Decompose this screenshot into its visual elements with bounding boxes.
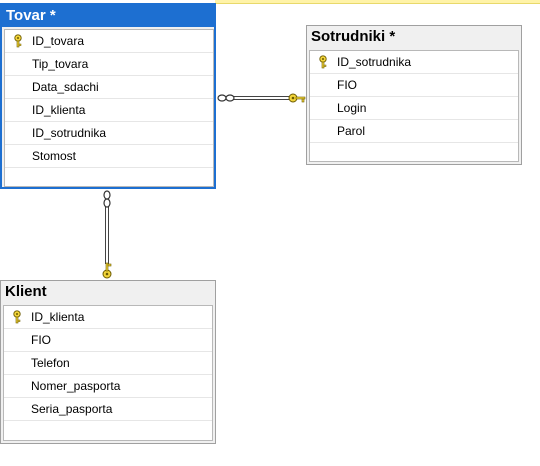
column-name: FIO — [337, 78, 357, 92]
column-name: Nomer_pasporta — [31, 379, 121, 393]
column-row[interactable]: ID_tovara — [5, 30, 213, 53]
many-end-infinity-icon — [103, 190, 111, 208]
relationship-line-tovar-klient[interactable] — [105, 206, 109, 264]
one-end-key-icon — [288, 93, 306, 103]
column-row[interactable]: Tip_tovara — [5, 53, 213, 76]
column-name: ID_klienta — [32, 103, 86, 117]
column-row[interactable]: Data_sdachi — [5, 76, 213, 99]
column-row[interactable]: Telefon — [4, 352, 212, 375]
column-row[interactable]: ID_klienta — [5, 99, 213, 122]
canvas-top-edge — [215, 0, 540, 4]
many-end-infinity-icon — [217, 94, 235, 102]
column-name: Tip_tovara — [32, 57, 89, 71]
column-name: ID_tovara — [32, 34, 85, 48]
column-name: ID_klienta — [31, 310, 85, 324]
column-row[interactable]: Stomost — [5, 145, 213, 168]
primary-key-icon — [14, 34, 22, 48]
column-row[interactable]: Nomer_pasporta — [4, 375, 212, 398]
column-name: ID_sotrudnika — [32, 126, 107, 140]
column-row[interactable]: ID_sotrudnika — [5, 122, 213, 145]
column-name: Telefon — [31, 356, 70, 370]
column-name: Login — [337, 101, 367, 115]
primary-key-icon — [13, 310, 21, 324]
column-row[interactable]: Login — [310, 97, 518, 120]
relationship-line-tovar-sotrudniki[interactable] — [228, 96, 290, 100]
primary-key-icon — [319, 55, 327, 69]
column-name: Data_sdachi — [32, 80, 99, 94]
column-row[interactable]: ID_klienta — [4, 306, 212, 329]
table-title[interactable]: Tovar * — [2, 5, 214, 27]
table-title[interactable]: Sotrudniki * — [311, 28, 396, 45]
column-name: Stomost — [32, 149, 77, 163]
column-name: Seria_pasporta — [31, 402, 113, 416]
column-row[interactable]: FIO — [4, 329, 212, 352]
column-row[interactable]: ID_sotrudnika — [310, 51, 518, 74]
column-name: ID_sotrudnika — [337, 55, 412, 69]
table-title[interactable]: Klient — [5, 283, 47, 300]
column-name: FIO — [31, 333, 51, 347]
column-row[interactable]: FIO — [310, 74, 518, 97]
one-end-key-icon — [102, 262, 112, 279]
column-row[interactable]: Parol — [310, 120, 518, 143]
column-row[interactable]: Seria_pasporta — [4, 398, 212, 421]
column-name: Parol — [337, 124, 366, 138]
